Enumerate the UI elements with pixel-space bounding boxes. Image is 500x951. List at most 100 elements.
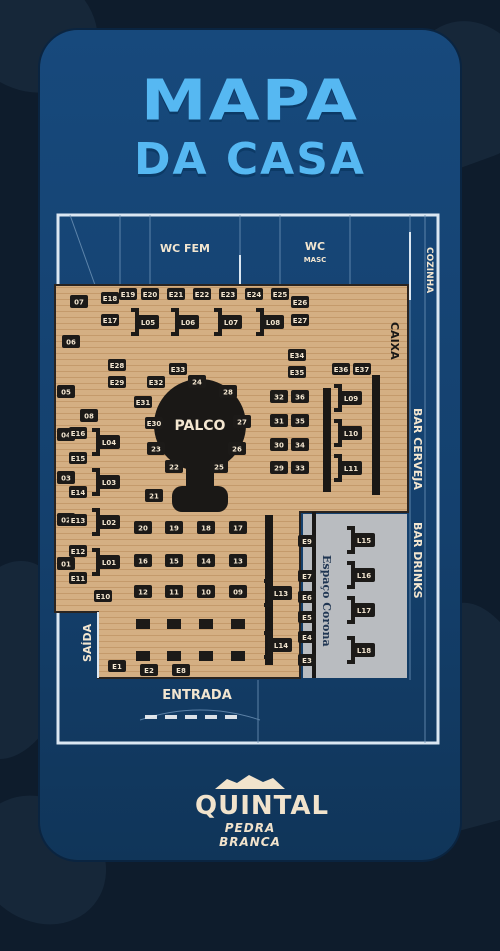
lounge-l06: L06 bbox=[171, 308, 199, 336]
floor-plan: PALCO WC FEM WC MASC COZINHA CAIXA BAR C… bbox=[54, 213, 440, 745]
svg-text:L04: L04 bbox=[102, 439, 116, 447]
spot-e31: E31 bbox=[134, 396, 152, 408]
spot-e14: E14 bbox=[69, 486, 87, 498]
table-17: 17 bbox=[229, 521, 247, 534]
floor-area bbox=[54, 284, 409, 679]
svg-text:L06: L06 bbox=[181, 319, 195, 327]
table-unnumbered bbox=[167, 619, 181, 629]
svg-text:L11: L11 bbox=[344, 465, 358, 473]
spot-e12: E12 bbox=[69, 545, 87, 557]
svg-text:E34: E34 bbox=[290, 352, 305, 360]
spot-e15: E15 bbox=[69, 452, 87, 464]
mountain-icon bbox=[215, 775, 285, 789]
table-05: 05 bbox=[57, 385, 75, 398]
svg-text:E29: E29 bbox=[110, 379, 125, 387]
svg-text:23: 23 bbox=[151, 446, 161, 454]
table-12: 12 bbox=[134, 585, 152, 598]
table-24: 24 bbox=[188, 375, 206, 388]
svg-text:17: 17 bbox=[233, 525, 243, 533]
table-unnumbered bbox=[199, 619, 213, 629]
table-unnumbered bbox=[231, 651, 245, 661]
svg-text:20: 20 bbox=[138, 525, 148, 533]
spot-e35: E35 bbox=[288, 366, 306, 378]
spot-e24: E24 bbox=[245, 288, 263, 300]
stage bbox=[154, 379, 246, 512]
table-unnumbered bbox=[199, 651, 213, 661]
table-28: 28 bbox=[219, 385, 237, 398]
spot-e16: E16 bbox=[69, 427, 87, 439]
spot-e37: E37 bbox=[353, 363, 371, 375]
svg-text:15: 15 bbox=[169, 558, 179, 566]
svg-text:E35: E35 bbox=[290, 369, 305, 377]
svg-text:30: 30 bbox=[274, 442, 284, 450]
spot-e19: E19 bbox=[119, 288, 137, 300]
espaco-corona-label: Espaço Corona bbox=[320, 555, 333, 647]
spot-e18: E18 bbox=[101, 292, 119, 304]
svg-text:E30: E30 bbox=[147, 420, 162, 428]
svg-text:E6: E6 bbox=[302, 594, 312, 602]
spot-e13: E13 bbox=[69, 514, 87, 526]
spot-e21: E21 bbox=[167, 288, 185, 300]
svg-text:32: 32 bbox=[274, 394, 284, 402]
svg-text:L14: L14 bbox=[274, 642, 288, 650]
wc-masc-label-2: MASC bbox=[304, 256, 327, 264]
svg-text:33: 33 bbox=[295, 465, 305, 473]
svg-text:L10: L10 bbox=[344, 430, 358, 438]
wc-masc-label-1: WC bbox=[305, 240, 325, 253]
lounge-l15: L15 bbox=[347, 526, 375, 554]
svg-text:12: 12 bbox=[138, 589, 148, 597]
table-14: 14 bbox=[197, 554, 215, 567]
svg-text:E13: E13 bbox=[71, 517, 86, 525]
svg-text:E16: E16 bbox=[71, 430, 86, 438]
spot-e33: E33 bbox=[169, 363, 187, 375]
lounge-l05: L05 bbox=[131, 308, 159, 336]
svg-text:L05: L05 bbox=[141, 319, 155, 327]
svg-text:E8: E8 bbox=[176, 667, 186, 675]
caixa-label: CAIXA bbox=[388, 322, 401, 360]
table-13: 13 bbox=[229, 554, 247, 567]
table-unnumbered bbox=[231, 619, 245, 629]
table-10: 10 bbox=[197, 585, 215, 598]
title-line-1: MAPA bbox=[140, 67, 360, 134]
lounge-l08: L08 bbox=[256, 308, 284, 336]
table-unnumbered bbox=[136, 651, 150, 661]
lounge-l18: L18 bbox=[347, 636, 375, 664]
spot-e2: E2 bbox=[140, 664, 158, 676]
svg-text:34: 34 bbox=[295, 442, 305, 450]
svg-text:E37: E37 bbox=[355, 366, 370, 374]
svg-text:E23: E23 bbox=[221, 291, 236, 299]
spot-e25: E25 bbox=[271, 288, 289, 300]
table-03: 03 bbox=[57, 471, 75, 484]
svg-text:E10: E10 bbox=[96, 593, 111, 601]
svg-text:E12: E12 bbox=[71, 548, 86, 556]
quintal-logo: QUINTAL PEDRA BRANCA bbox=[195, 772, 328, 849]
svg-text:03: 03 bbox=[61, 475, 71, 483]
cozinha-label: COZINHA bbox=[424, 247, 434, 293]
bar-cerveja-label: BAR CERVEJA bbox=[411, 408, 424, 490]
svg-text:L02: L02 bbox=[102, 519, 116, 527]
spot-e1: E1 bbox=[108, 660, 126, 672]
table-36: 36 bbox=[291, 390, 309, 403]
table-unnumbered bbox=[136, 619, 150, 629]
spot-e10: E10 bbox=[94, 590, 112, 602]
svg-text:E33: E33 bbox=[171, 366, 186, 374]
svg-text:E1: E1 bbox=[112, 663, 122, 671]
svg-text:E15: E15 bbox=[71, 455, 86, 463]
table-23: 23 bbox=[147, 442, 165, 455]
svg-text:16: 16 bbox=[138, 558, 148, 566]
svg-text:E14: E14 bbox=[71, 489, 86, 497]
spot-e23: E23 bbox=[219, 288, 237, 300]
table-08: 08 bbox=[80, 409, 98, 422]
svg-text:L16: L16 bbox=[357, 572, 371, 580]
svg-text:28: 28 bbox=[223, 389, 233, 397]
lounge-l11: L11 bbox=[334, 454, 362, 482]
title-line-2: DA CASA bbox=[134, 134, 366, 185]
logo-subtitle: PEDRA BRANCA bbox=[219, 821, 281, 849]
spot-e4: E4 bbox=[298, 631, 316, 643]
svg-text:24: 24 bbox=[192, 379, 202, 387]
spot-e5: E5 bbox=[298, 611, 316, 623]
saida-label: SAÍDA bbox=[81, 623, 94, 662]
svg-text:10: 10 bbox=[201, 589, 211, 597]
svg-text:05: 05 bbox=[61, 389, 71, 397]
lounge-l04: L04 bbox=[92, 428, 120, 456]
